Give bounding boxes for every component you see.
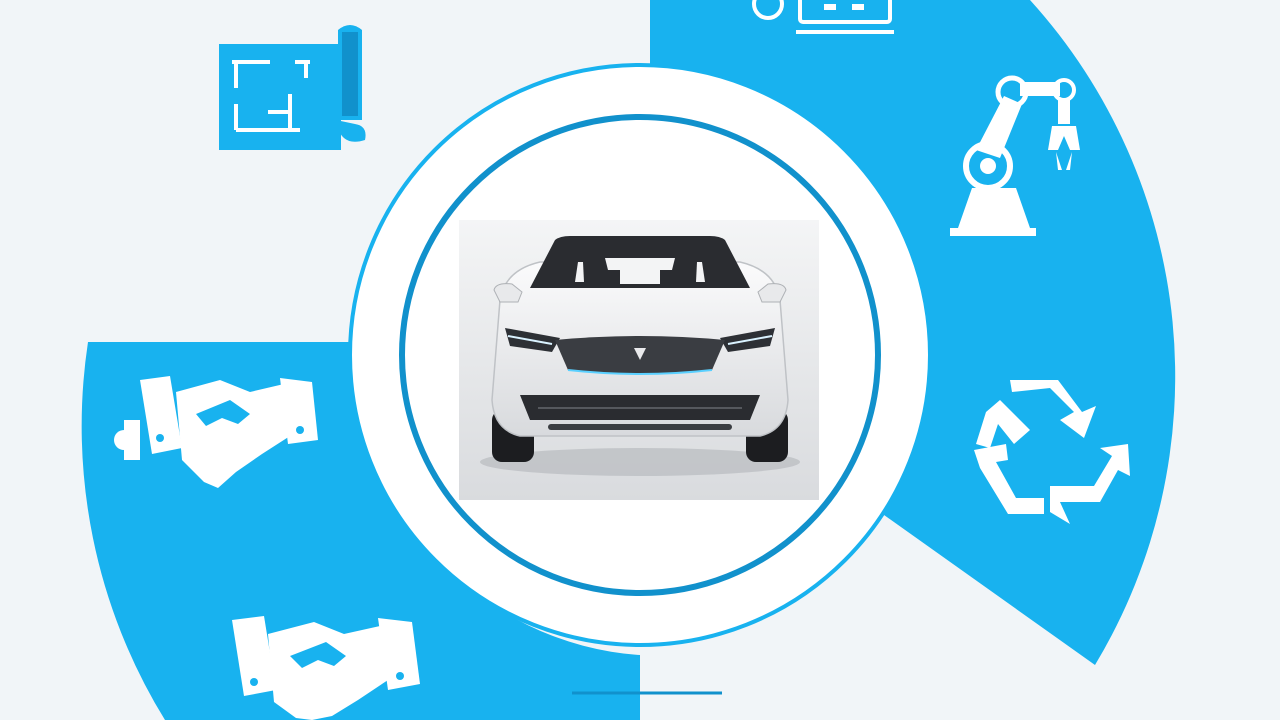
recycle-icon: [974, 380, 1130, 524]
outer-ring-stroke: [348, 63, 932, 647]
blueprint-icon: [219, 25, 366, 150]
handshake-icon: [114, 376, 318, 488]
robot-arm-icon: [950, 75, 1080, 236]
car-image: [459, 220, 819, 500]
workstation-icon: [752, 0, 894, 34]
handshake-icon: [232, 616, 420, 720]
